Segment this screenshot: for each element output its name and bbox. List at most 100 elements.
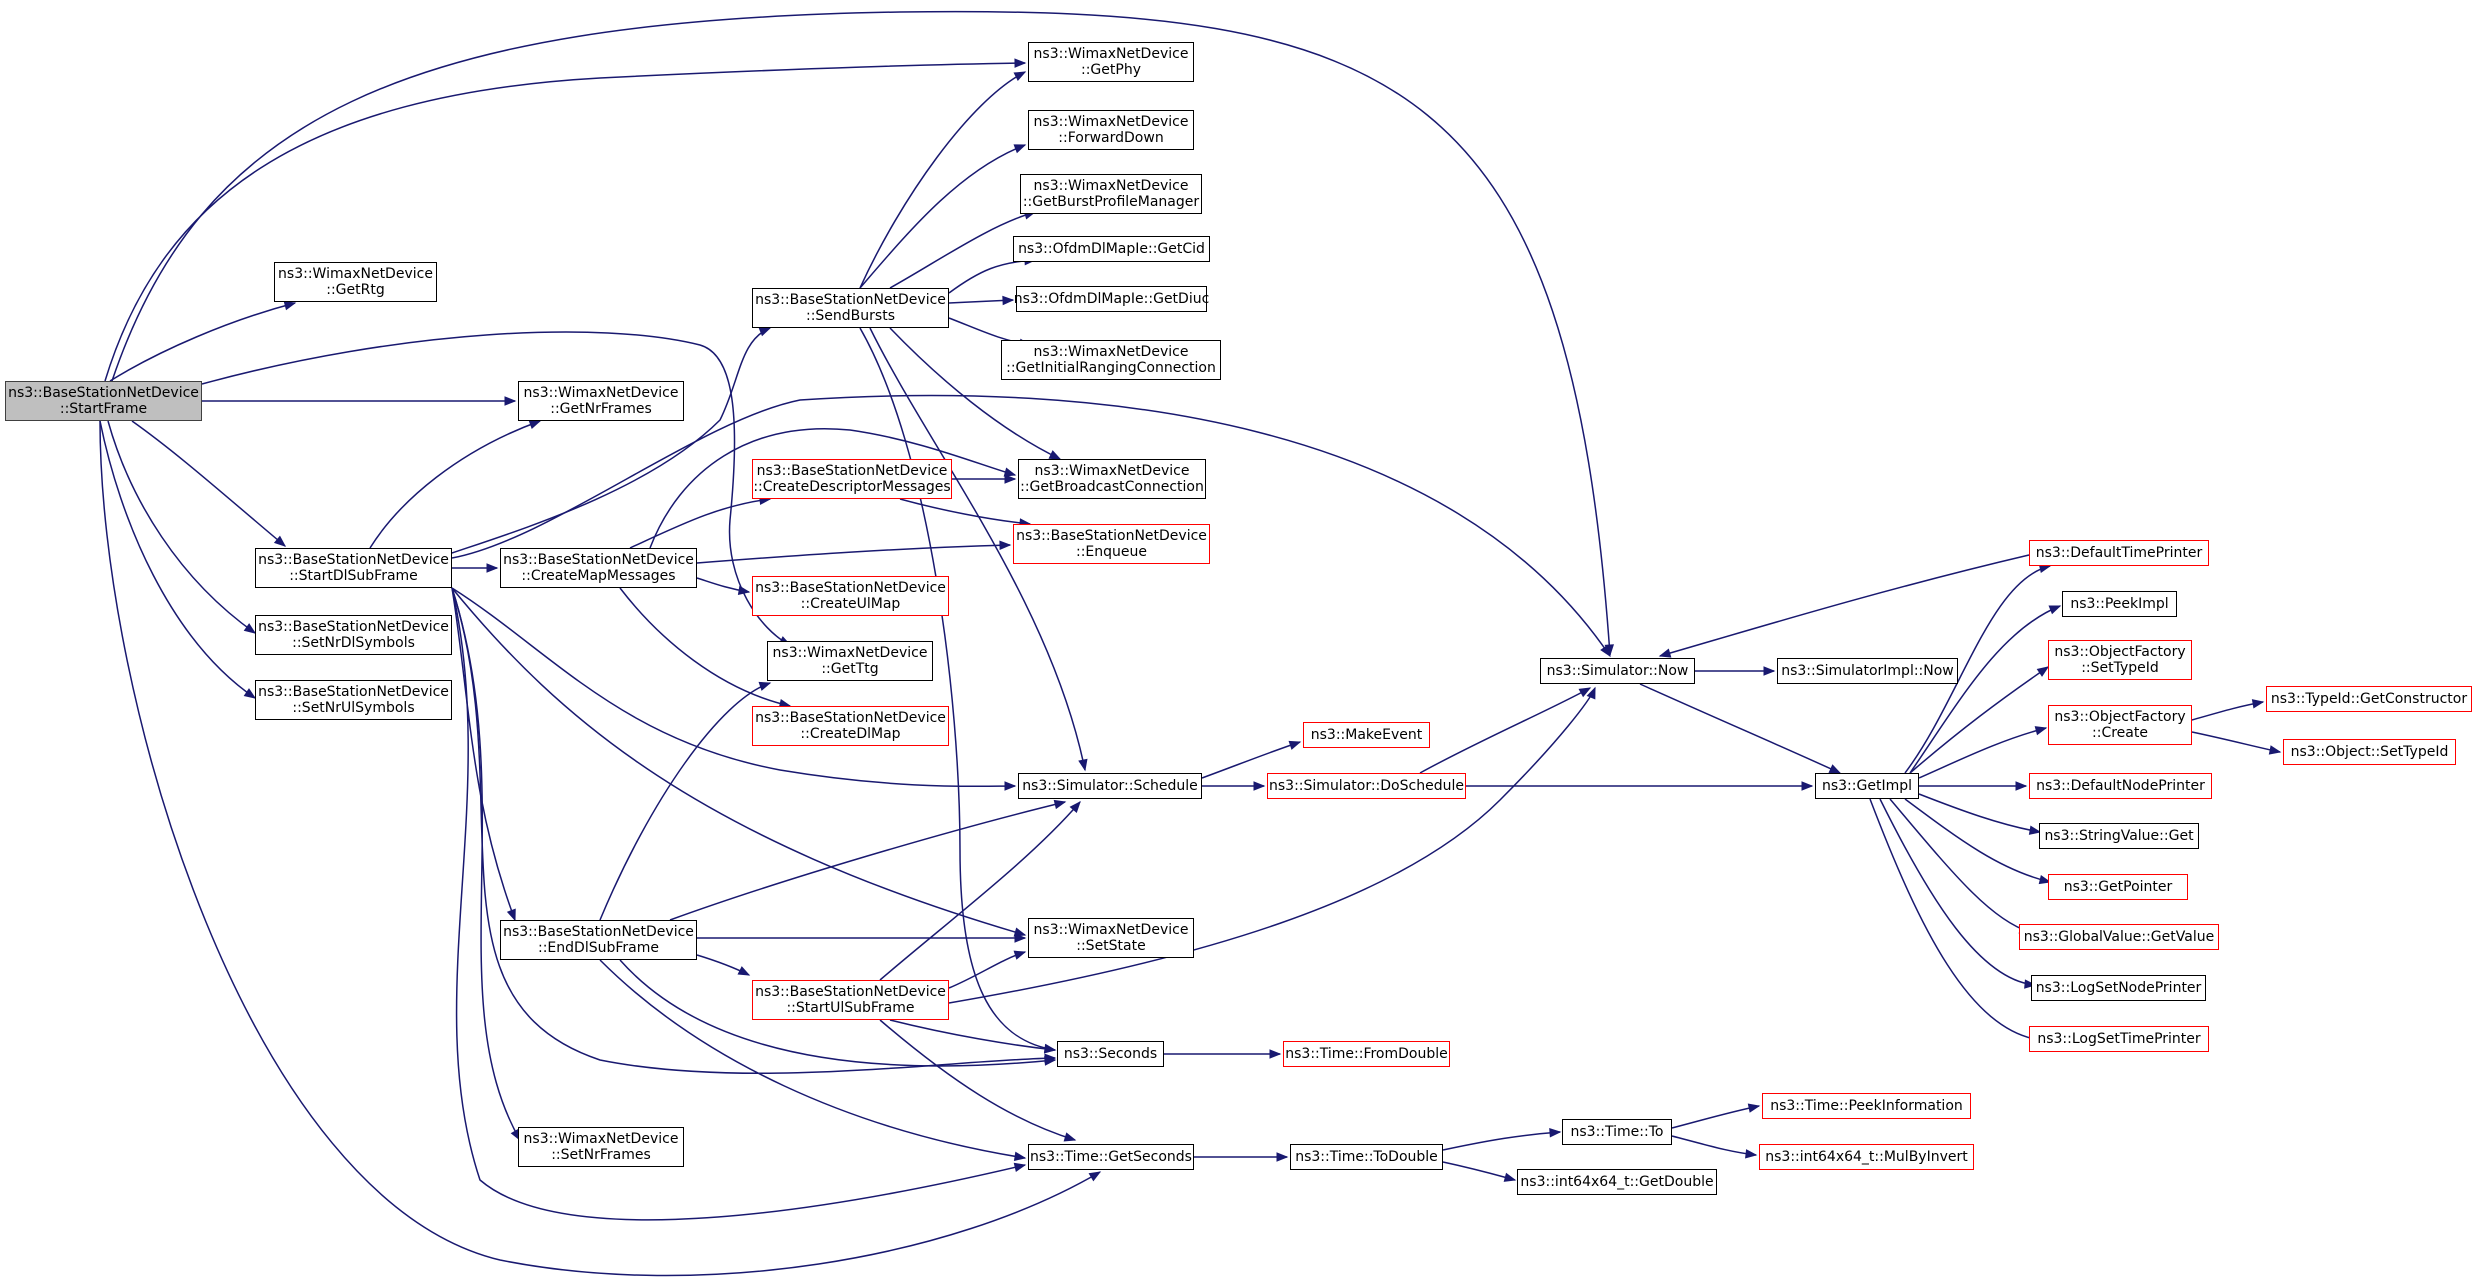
node-label: ::SetTypeId [2081,660,2159,676]
node-getcid[interactable]: ns3::OfdmDlMapIe::GetCid [1013,236,1210,262]
edge-startul-to-setstate [948,950,1027,989]
edge-line [1909,666,2049,774]
edge-line [451,327,771,554]
edge-arrowhead [504,396,517,406]
node-objsettypeid[interactable]: ns3::Object::SetTypeId [2283,739,2456,765]
node-getburst[interactable]: ns3::WimaxNetDevice::GetBurstProfileMana… [1020,174,1202,214]
node-label: ns3::BaseStationNetDevice [8,385,199,401]
node-stringget[interactable]: ns3::StringValue::Get [2039,823,2199,849]
edge-startdl-to-setnrframes [451,587,521,1142]
edge-arrowhead [1745,1149,1758,1159]
edge-schedule-to-makeevent [1201,740,1302,779]
node-createulmap[interactable]: ns3::BaseStationNetDevice::CreateUlMap [752,576,949,616]
edge-timeto-to-mulbyinvert [1671,1135,1758,1159]
edge-arrowhead [1048,450,1062,460]
node-setnrdl[interactable]: ns3::BaseStationNetDevice::SetNrDlSymbol… [255,615,452,655]
node-label: ::CreateDlMap [800,726,901,742]
node-getdiuc[interactable]: ns3::OfdmDlMapIe::GetDiuc [1014,286,1209,312]
node-enqueue[interactable]: ns3::BaseStationNetDevice::Enqueue [1013,524,1210,564]
edge-line [451,394,1611,657]
node-enddl[interactable]: ns3::BaseStationNetDevice::EndDlSubFrame [500,920,697,960]
node-label: ns3::WimaxNetDevice [1033,46,1189,62]
node-label: ns3::BaseStationNetDevice [503,924,694,940]
node-label: ::GetRtg [326,282,385,298]
node-label: ns3::SimulatorImpl::Now [1781,663,1954,679]
node-makeevent[interactable]: ns3::MakeEvent [1303,722,1430,748]
node-doschedule[interactable]: ns3::Simulator::DoSchedule [1267,773,1466,799]
edge-getimpl-to-ofsettypeid [1909,666,2050,774]
node-label: ns3::GetPointer [2063,879,2173,895]
edge-enddl-to-seconds [619,959,1057,1067]
node-label: ::SetNrUlSymbols [292,700,415,716]
node-deftimeprinter[interactable]: ns3::DefaultTimePrinter [2029,540,2209,566]
edge-line [451,587,516,921]
node-startul[interactable]: ns3::BaseStationNetDevice::StartUlSubFra… [752,980,949,1020]
node-fromdouble[interactable]: ns3::Time::FromDouble [1283,1041,1450,1067]
node-getrtg[interactable]: ns3::WimaxNetDevice::GetRtg [274,262,437,302]
edge-startul-to-seconds [889,1019,1057,1054]
node-startframe[interactable]: ns3::BaseStationNetDevice::StartFrame [5,381,202,421]
node-getnrframes[interactable]: ns3::WimaxNetDevice::GetNrFrames [518,381,684,421]
edge-line [1442,1161,1516,1181]
node-implnow[interactable]: ns3::SimulatorImpl::Now [1777,658,1958,684]
edge-arrowhead [528,420,542,430]
edge-arrowhead [243,623,257,634]
node-logsettime[interactable]: ns3::LogSetTimePrinter [2029,1026,2209,1052]
node-forwarddown[interactable]: ns3::WimaxNetDevice::ForwardDown [1028,110,1194,150]
edge-doschedule-to-now [1419,687,1592,774]
node-seconds[interactable]: ns3::Seconds [1057,1041,1164,1067]
node-createmap[interactable]: ns3::BaseStationNetDevice::CreateMapMess… [500,548,697,588]
edge-arrowhead [1747,1103,1761,1113]
edge-enddl-to-startul [696,954,751,976]
node-getpointer[interactable]: ns3::GetPointer [2048,874,2188,900]
node-now[interactable]: ns3::Simulator::Now [1540,658,1695,684]
edge-arrowhead [486,563,499,573]
node-schedule[interactable]: ns3::Simulator::Schedule [1018,773,1202,799]
node-getconstructor[interactable]: ns3::TypeId::GetConstructor [2266,686,2472,712]
node-mulbyinvert[interactable]: ns3::int64x64_t::MulByInvert [1759,1144,1974,1170]
edge-line [669,801,1066,921]
node-logsetnode[interactable]: ns3::LogSetNodePrinter [2031,975,2206,1001]
node-peekinfo[interactable]: ns3::Time::PeekInformation [1762,1093,1971,1119]
node-todouble[interactable]: ns3::Time::ToDouble [1290,1144,1443,1170]
node-peekimpl[interactable]: ns3::PeekImpl [2062,591,2177,617]
node-timeto[interactable]: ns3::Time::To [1562,1119,1672,1145]
node-setstate[interactable]: ns3::WimaxNetDevice::SetState [1028,918,1194,958]
node-label: ::Create [2092,725,2148,741]
node-getinitial[interactable]: ns3::WimaxNetDevice::GetInitialRangingCo… [1001,340,1221,380]
node-createdlmap[interactable]: ns3::BaseStationNetDevice::CreateDlMap [752,706,949,746]
node-getimpl[interactable]: ns3::GetImpl [1815,773,1919,799]
node-setnrframes[interactable]: ns3::WimaxNetDevice::SetNrFrames [518,1127,684,1167]
node-label: ns3::WimaxNetDevice [1033,344,1189,360]
node-label: ns3::GlobalValue::GetValue [2023,929,2215,945]
edge-line [107,420,256,634]
edge-arrowhead [283,301,297,311]
node-createdesc[interactable]: ns3::BaseStationNetDevice::CreateDescrip… [752,459,952,499]
node-getseconds[interactable]: ns3::Time::GetSeconds [1028,1144,1194,1170]
edge-startframe-to-getrtg [109,301,297,382]
edge-line [879,801,1081,981]
edge-arrowhead [1253,781,1266,791]
node-label: ns3::WimaxNetDevice [523,385,679,401]
edge-line [1918,793,2041,833]
edge-arrowhead [506,908,516,922]
edge-arrowhead [2024,979,2037,989]
node-ofsettypeid[interactable]: ns3::ObjectFactory::SetTypeId [2048,640,2192,680]
node-label: ns3::WimaxNetDevice [1033,114,1189,130]
node-getphy[interactable]: ns3::WimaxNetDevice::GetPhy [1028,42,1194,82]
edge-startdl-to-getnrframes [369,420,542,549]
node-label: ::StartFrame [59,401,148,417]
node-getdouble[interactable]: ns3::int64x64_t::GetDouble [1517,1169,1717,1195]
edge-ofcreate-to-getconstructor [2191,699,2265,721]
node-startdl[interactable]: ns3::BaseStationNetDevice::StartDlSubFra… [255,548,452,588]
node-getbroadcast[interactable]: ns3::WimaxNetDevice::GetBroadcastConnect… [1018,459,1206,499]
node-label: ns3::BaseStationNetDevice [1016,528,1207,544]
node-label: ns3::ObjectFactory [2054,644,2186,660]
node-gvgetvalue[interactable]: ns3::GlobalValue::GetValue [2019,924,2219,950]
node-label: ns3::int64x64_t::GetDouble [1520,1174,1714,1190]
node-defnodeprinter[interactable]: ns3::DefaultNodePrinter [2029,773,2212,799]
node-ofcreate[interactable]: ns3::ObjectFactory::Create [2048,705,2192,745]
node-sendbursts[interactable]: ns3::BaseStationNetDevice::SendBursts [752,288,949,328]
node-setnrul[interactable]: ns3::BaseStationNetDevice::SetNrUlSymbol… [255,680,452,720]
node-getttg[interactable]: ns3::WimaxNetDevice::GetTtg [767,641,933,681]
